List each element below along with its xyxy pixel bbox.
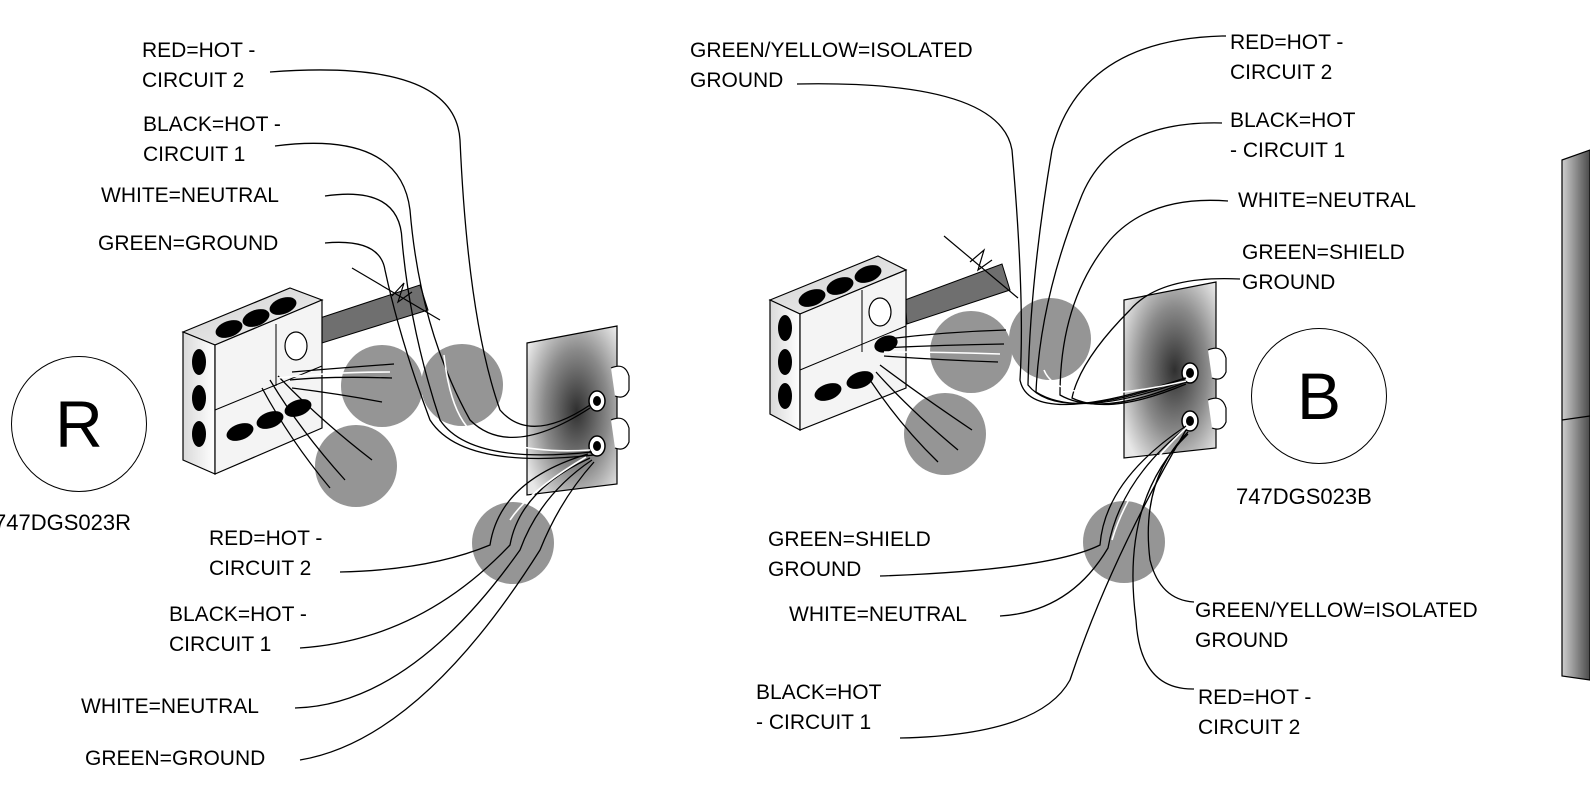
left-label-green-bottom: GREEN=GROUND: [85, 744, 265, 774]
right-reference-code: 747DGS023B: [1236, 484, 1372, 509]
left-white-wires: [277, 354, 591, 521]
right-label-shield-bottom-line2: GROUND: [768, 558, 862, 581]
left-detail-circle-1: [341, 345, 423, 427]
left-label-red-top: RED=HOT - CIRCUIT 2: [142, 36, 255, 96]
right-junction-box: [768, 255, 908, 431]
right-conduit: [904, 235, 1019, 325]
right-label-gy-bottom-line1: GREEN/YELLOW=ISOLATED: [1195, 599, 1478, 622]
right-badge: B: [1251, 328, 1387, 464]
right-label-gy-bottom: GREEN/YELLOW=ISOLATED GROUND: [1195, 596, 1478, 656]
right-label-black-top: BLACK=HOT - CIRCUIT 1: [1230, 106, 1355, 166]
right-label-shield-bottom: GREEN=SHIELD GROUND: [768, 525, 931, 585]
right-edge-panel: [1561, 149, 1590, 681]
left-label-red-top-line2: CIRCUIT 2: [142, 69, 245, 92]
left-label-black-bottom-line2: CIRCUIT 1: [169, 633, 272, 656]
right-label-black-top-line1: BLACK=HOT: [1230, 109, 1356, 132]
right-label-white-bottom-line1: WHITE=NEUTRAL: [789, 603, 967, 626]
right-assembly: [768, 35, 1241, 739]
left-label-red-bottom: RED=HOT - CIRCUIT 2: [209, 524, 322, 584]
left-label-green-top-line1: GREEN=GROUND: [98, 232, 279, 255]
right-label-red-bottom: RED=HOT - CIRCUIT 2: [1198, 683, 1311, 743]
right-label-white-top-line1: WHITE=NEUTRAL: [1238, 189, 1416, 212]
right-white-wires: [883, 351, 1187, 541]
left-assembly: [181, 69, 630, 761]
left-label-white-bottom: WHITE=NEUTRAL: [81, 692, 259, 722]
right-label-black-top-line2: - CIRCUIT 1: [1230, 139, 1346, 162]
right-label-red-top-line1: RED=HOT -: [1230, 31, 1344, 54]
right-label-black-bottom-line2: - CIRCUIT 1: [756, 711, 872, 734]
right-label-gy-top: GREEN/YELLOW=ISOLATED GROUND: [690, 36, 973, 96]
left-badge: R: [11, 356, 147, 492]
left-detail-circle-2: [315, 425, 397, 507]
left-reference-code: 747DGS023R: [0, 510, 131, 535]
right-label-red-bottom-line2: CIRCUIT 2: [1198, 716, 1301, 739]
right-label-white-bottom: WHITE=NEUTRAL: [789, 600, 967, 630]
right-label-gy-top-line2: GROUND: [690, 69, 784, 92]
right-label-shield-top-line1: GREEN=SHIELD: [1242, 241, 1405, 264]
right-label-gy-top-line1: GREEN/YELLOW=ISOLATED: [690, 39, 973, 62]
right-label-red-top-line2: CIRCUIT 2: [1230, 61, 1333, 84]
left-label-green-top: GREEN=GROUND: [98, 229, 278, 259]
left-label-white-top-line1: WHITE=NEUTRAL: [101, 184, 279, 207]
right-label-red-top: RED=HOT - CIRCUIT 2: [1230, 28, 1343, 88]
left-conduit: [319, 267, 441, 344]
left-label-black-top: BLACK=HOT - CIRCUIT 1: [143, 110, 281, 170]
left-label-red-bottom-line2: CIRCUIT 2: [209, 557, 312, 580]
left-label-white-top: WHITE=NEUTRAL: [101, 181, 279, 211]
right-wires: [796, 35, 1241, 739]
left-junction-box: [181, 287, 324, 475]
right-label-shield-top: GREEN=SHIELD GROUND: [1242, 238, 1405, 298]
left-label-black-bottom-line1: BLACK=HOT -: [169, 603, 307, 626]
right-label-black-bottom: BLACK=HOT - CIRCUIT 1: [756, 678, 881, 738]
right-label-shield-bottom-line1: GREEN=SHIELD: [768, 528, 931, 551]
right-label-shield-top-line2: GROUND: [1242, 271, 1336, 294]
left-label-black-top-line2: CIRCUIT 1: [143, 143, 246, 166]
right-receptacle-plate: [1123, 281, 1227, 459]
left-wires: [261, 69, 595, 761]
right-detail-circle-1: [930, 311, 1012, 393]
left-label-black-top-line1: BLACK=HOT -: [143, 113, 281, 136]
left-label-green-bottom-line1: GREEN=GROUND: [85, 747, 266, 770]
right-label-white-top: WHITE=NEUTRAL: [1238, 186, 1416, 216]
right-label-black-bottom-line1: BLACK=HOT: [756, 681, 882, 704]
left-receptacle-plate: [526, 325, 630, 496]
left-label-black-bottom: BLACK=HOT - CIRCUIT 1: [169, 600, 307, 660]
left-label-red-bottom-line1: RED=HOT -: [209, 527, 323, 550]
right-detail-circle-2: [904, 393, 986, 475]
right-label-gy-bottom-line2: GROUND: [1195, 629, 1289, 652]
right-label-red-bottom-line1: RED=HOT -: [1198, 686, 1312, 709]
left-detail-circle-3: [421, 344, 503, 426]
left-label-white-bottom-line1: WHITE=NEUTRAL: [81, 695, 259, 718]
right-detail-circle-3: [1009, 298, 1091, 380]
left-detail-circle-4: [472, 502, 554, 584]
right-detail-circle-4: [1083, 501, 1165, 583]
left-label-red-top-line1: RED=HOT -: [142, 39, 256, 62]
